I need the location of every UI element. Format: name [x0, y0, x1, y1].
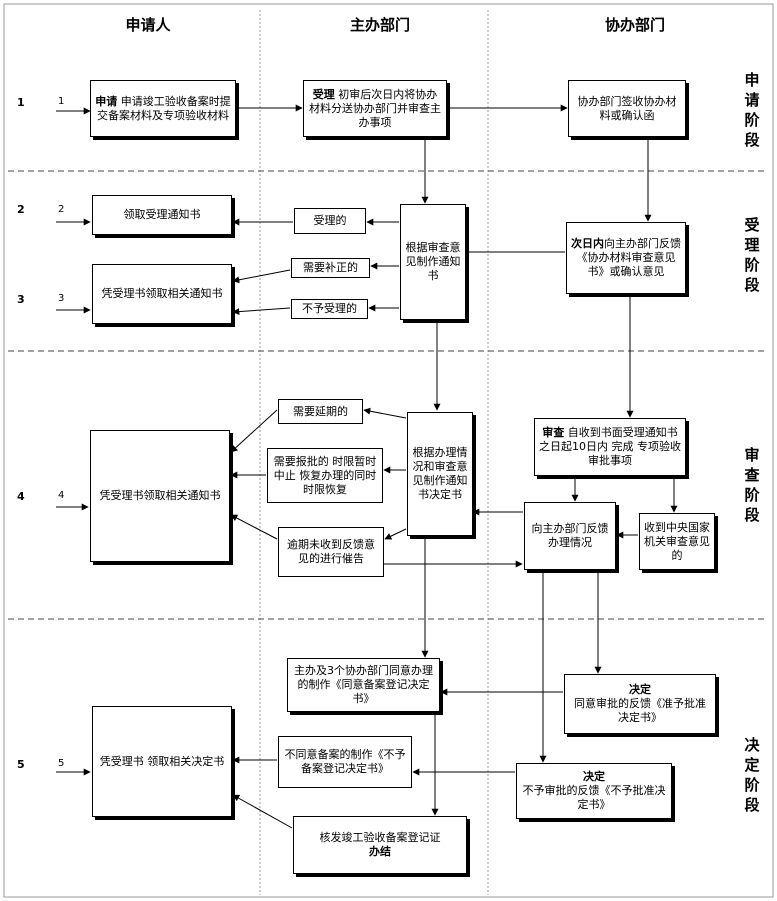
- node-disagree-record: 不同意备案的制作《不予备案登记决定书》: [278, 736, 412, 788]
- stage-label-review: 审查阶段: [744, 446, 760, 524]
- node-make-notice: 根据审查意见制作通知书: [400, 204, 466, 320]
- node-review-text: 自收到书面受理通知书之日起10日内 完成 专项验收审批事项: [539, 426, 681, 467]
- column-header-assist-dept: 协办部门: [604, 16, 665, 34]
- node-need-extension: 需要延期的: [278, 399, 363, 424]
- row-number-3-small: 3: [58, 293, 65, 304]
- node-assist-next-day-text: 向主办部门反馈《协办材料审查意见书》或确认意见: [576, 237, 682, 278]
- row-number-5: 5: [17, 758, 25, 771]
- stage-label-acceptance: 受理阶段: [744, 216, 760, 294]
- node-assist-sign: 协办部门签收协办材料或确认函: [568, 80, 686, 137]
- node-need-supplement: 需要补正的: [291, 258, 370, 278]
- stage-label-decision: 决定阶段: [744, 736, 760, 814]
- row-number-2: 2: [17, 203, 25, 216]
- node-decision-disagree-text: 不予审批的反馈《不予批准决定书》: [522, 784, 666, 811]
- node-get-notice: 领取受理通知书: [92, 195, 232, 235]
- node-decision-disagree: 决定不予审批的反馈《不予批准决定书》: [516, 763, 672, 819]
- node-decision-disagree-bold: 决定: [583, 770, 605, 783]
- node-need-approval-pause: 需要报批的 时限暂时中止 恢复办理的同时时限恢复: [267, 448, 383, 503]
- node-decision-agree-text: 同意审批的反馈《准予批准决定书》: [574, 697, 706, 724]
- node-issue-cert: 核发竣工验收备案登记证办结: [293, 816, 467, 874]
- row-number-2-small: 2: [58, 204, 65, 215]
- node-decision-agree: 决定同意审批的反馈《准予批准决定书》: [564, 674, 716, 734]
- node-make-decision-doc: 根据办理情况和审查意见制作通知书决定书: [407, 412, 473, 536]
- node-get-decision: 凭受理书 领取相关决定书: [92, 706, 232, 817]
- row-number-3: 3: [17, 293, 25, 306]
- node-get-related-notice-3: 凭受理书领取相关通知书: [92, 264, 232, 324]
- column-header-applicant: 申请人: [125, 16, 171, 34]
- node-not-accepted: 不予受理的: [291, 299, 368, 319]
- node-agree-record: 主办及3个协办部门同意办理的制作《同意备案登记决定书》: [287, 658, 440, 712]
- node-done: 办结: [369, 845, 391, 858]
- node-decision-agree-bold: 决定: [629, 683, 651, 696]
- node-feedback-host: 向主办部门反馈办理情况: [524, 502, 616, 570]
- node-apply: 申请 申请竣工验收备案时提交备案材料及专项验收材料: [90, 80, 236, 137]
- node-accept-text: 初审后次日内将协办材料分送协办部门并审查主办事项: [309, 87, 441, 129]
- node-accept-bold: 受理: [312, 87, 335, 101]
- column-header-host-dept: 主办部门: [349, 16, 410, 34]
- node-accept: 受理 初审后次日内将协办材料分送协办部门并审查主办事项: [303, 80, 447, 137]
- row-number-4: 4: [17, 490, 25, 503]
- node-assist-next-day-bold: 次日内: [571, 237, 604, 250]
- node-accepted-label: 受理的: [294, 208, 366, 234]
- row-number-1-small: 1: [58, 96, 65, 107]
- node-get-related-notice-4: 凭受理书领取相关通知书: [90, 430, 230, 562]
- node-central-review: 收到中央国家机关审查意见的: [639, 513, 715, 570]
- outer-border: [3, 3, 774, 898]
- stage-label-application: 申请阶段: [744, 71, 760, 149]
- node-apply-text: 申请竣工验收备案时提交备案材料及专项验收材料: [97, 94, 231, 122]
- node-issue-cert-text: 核发竣工验收备案登记证: [319, 831, 441, 844]
- node-overdue-urge: 逾期未收到反馈意见的进行催告: [278, 527, 384, 577]
- node-apply-bold: 申请: [95, 94, 118, 108]
- node-review-bold: 审查: [542, 426, 565, 439]
- row-number-1: 1: [17, 96, 25, 109]
- node-review: 审查 自收到书面受理通知书之日起10日内 完成 专项验收审批事项: [534, 418, 686, 476]
- node-assist-next-day: 次日内向主办部门反馈《协办材料审查意见书》或确认意见: [566, 222, 686, 294]
- row-number-4-small: 4: [58, 490, 65, 501]
- row-number-5-small: 5: [58, 758, 65, 769]
